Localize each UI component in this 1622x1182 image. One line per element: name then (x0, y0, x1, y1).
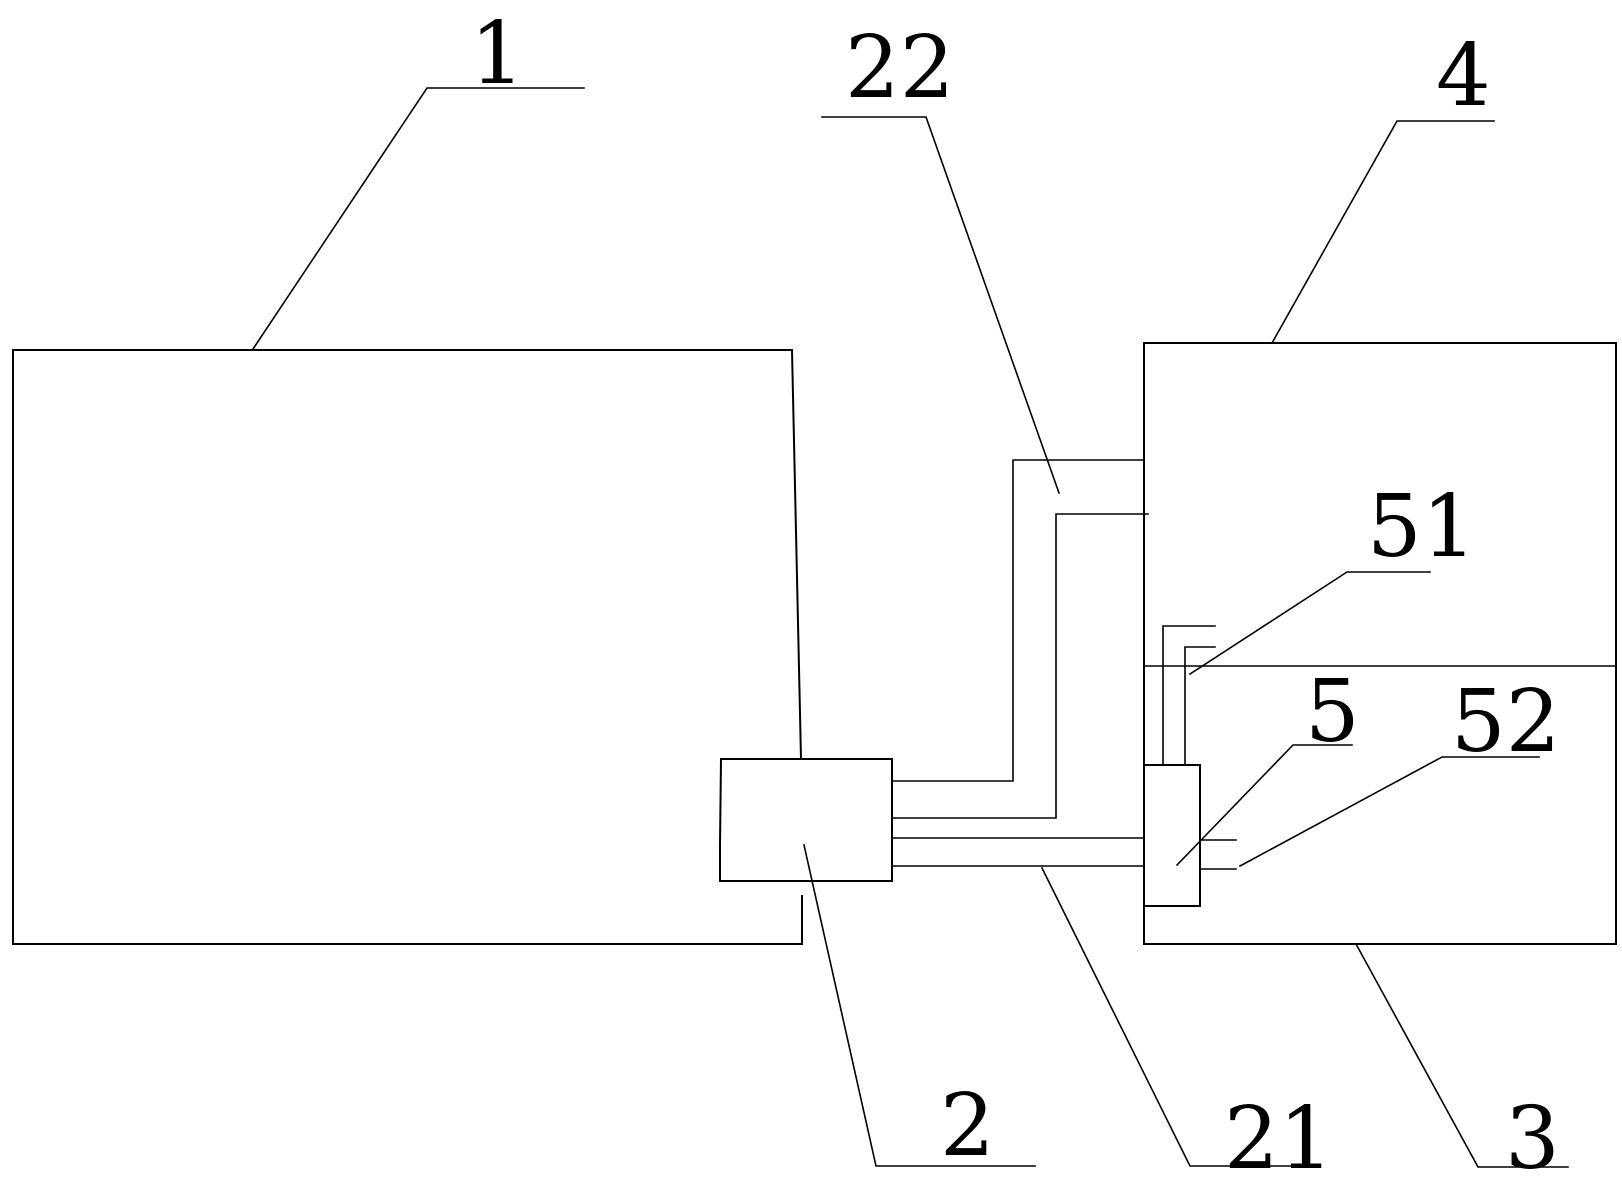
leader-5 (1175, 744, 1353, 867)
part-1-box (12, 349, 803, 945)
leader-2 (803, 844, 1036, 1167)
part-21-pipe (891, 837, 1145, 867)
part-51-tubes (1162, 625, 1216, 766)
label-4: 4 (1436, 26, 1491, 126)
label-5: 5 (1305, 662, 1360, 762)
leader-52 (1238, 756, 1540, 868)
label-22: 22 (845, 18, 954, 118)
leader-51 (1188, 571, 1431, 676)
label-2: 2 (940, 1076, 995, 1176)
leader-4 (1270, 120, 1495, 345)
label-1: 1 (470, 4, 525, 104)
label-51: 51 (1367, 477, 1476, 577)
leader-1 (251, 87, 585, 351)
reference-numerals: 1 22 4 51 5 52 2 21 3 (470, 4, 1560, 1182)
label-21: 21 (1224, 1089, 1333, 1182)
leader-3 (1354, 942, 1569, 1168)
part-2-box (719, 758, 893, 882)
leader-lines (251, 87, 1569, 1168)
label-3: 3 (1505, 1089, 1560, 1182)
part-3-4-box (1143, 342, 1617, 945)
part-52-pipes (1199, 839, 1237, 870)
leader-22 (821, 116, 1061, 495)
part-5-device (1143, 764, 1201, 907)
label-52: 52 (1451, 672, 1560, 772)
leader-21 (1040, 866, 1311, 1167)
part-22-pipe (891, 459, 1149, 819)
